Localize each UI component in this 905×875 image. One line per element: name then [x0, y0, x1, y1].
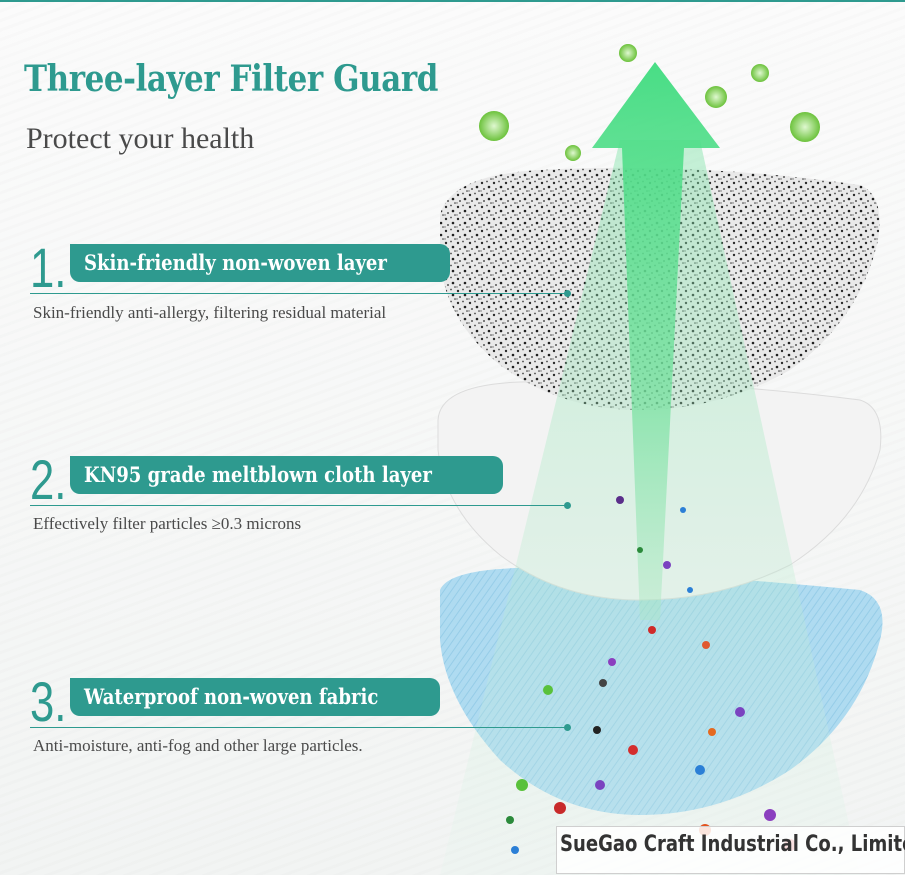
layer-3-description: Anti-moisture, anti-fog and other large …	[33, 736, 363, 755]
layer-2-name: KN95 grade meltblown cloth layer	[70, 456, 503, 494]
layer-1-leader-line	[30, 293, 565, 294]
layer-3-number: 3.	[30, 670, 67, 733]
layer-3-leader-dot	[564, 724, 571, 731]
leaf-icon	[479, 44, 820, 161]
layer-2-name-text: KN95 grade meltblown cloth layer	[84, 462, 432, 487]
watermark-box	[556, 826, 905, 874]
watermark-text: SueGao Craft Industrial Co., Limited	[560, 832, 905, 857]
layer-1-leader-dot	[564, 290, 571, 297]
up-arrow-icon	[592, 62, 720, 620]
layer-2-leader-dot	[564, 502, 571, 509]
page-title: Three-layer Filter Guard	[24, 58, 438, 100]
layer-3-leader-line	[30, 727, 565, 728]
layer-1-number: 1.	[30, 236, 67, 299]
layer-1-name: Skin-friendly non-woven layer	[70, 244, 451, 282]
layer-2-description: Effectively filter particles ≥0.3 micron…	[33, 514, 302, 533]
layer-2-leader-line	[30, 505, 565, 506]
top-border	[0, 0, 905, 2]
layer-1-name-text: Skin-friendly non-woven layer	[84, 250, 387, 275]
layer-3-name-text: Waterproof non-woven fabric	[84, 684, 379, 709]
page-subtitle: Protect your health	[26, 122, 255, 155]
layer-1-description: Skin-friendly anti-allergy, filtering re…	[33, 303, 387, 322]
layer-3-name: Waterproof non-woven fabric	[70, 678, 441, 716]
layer-2-number: 2.	[30, 448, 67, 511]
